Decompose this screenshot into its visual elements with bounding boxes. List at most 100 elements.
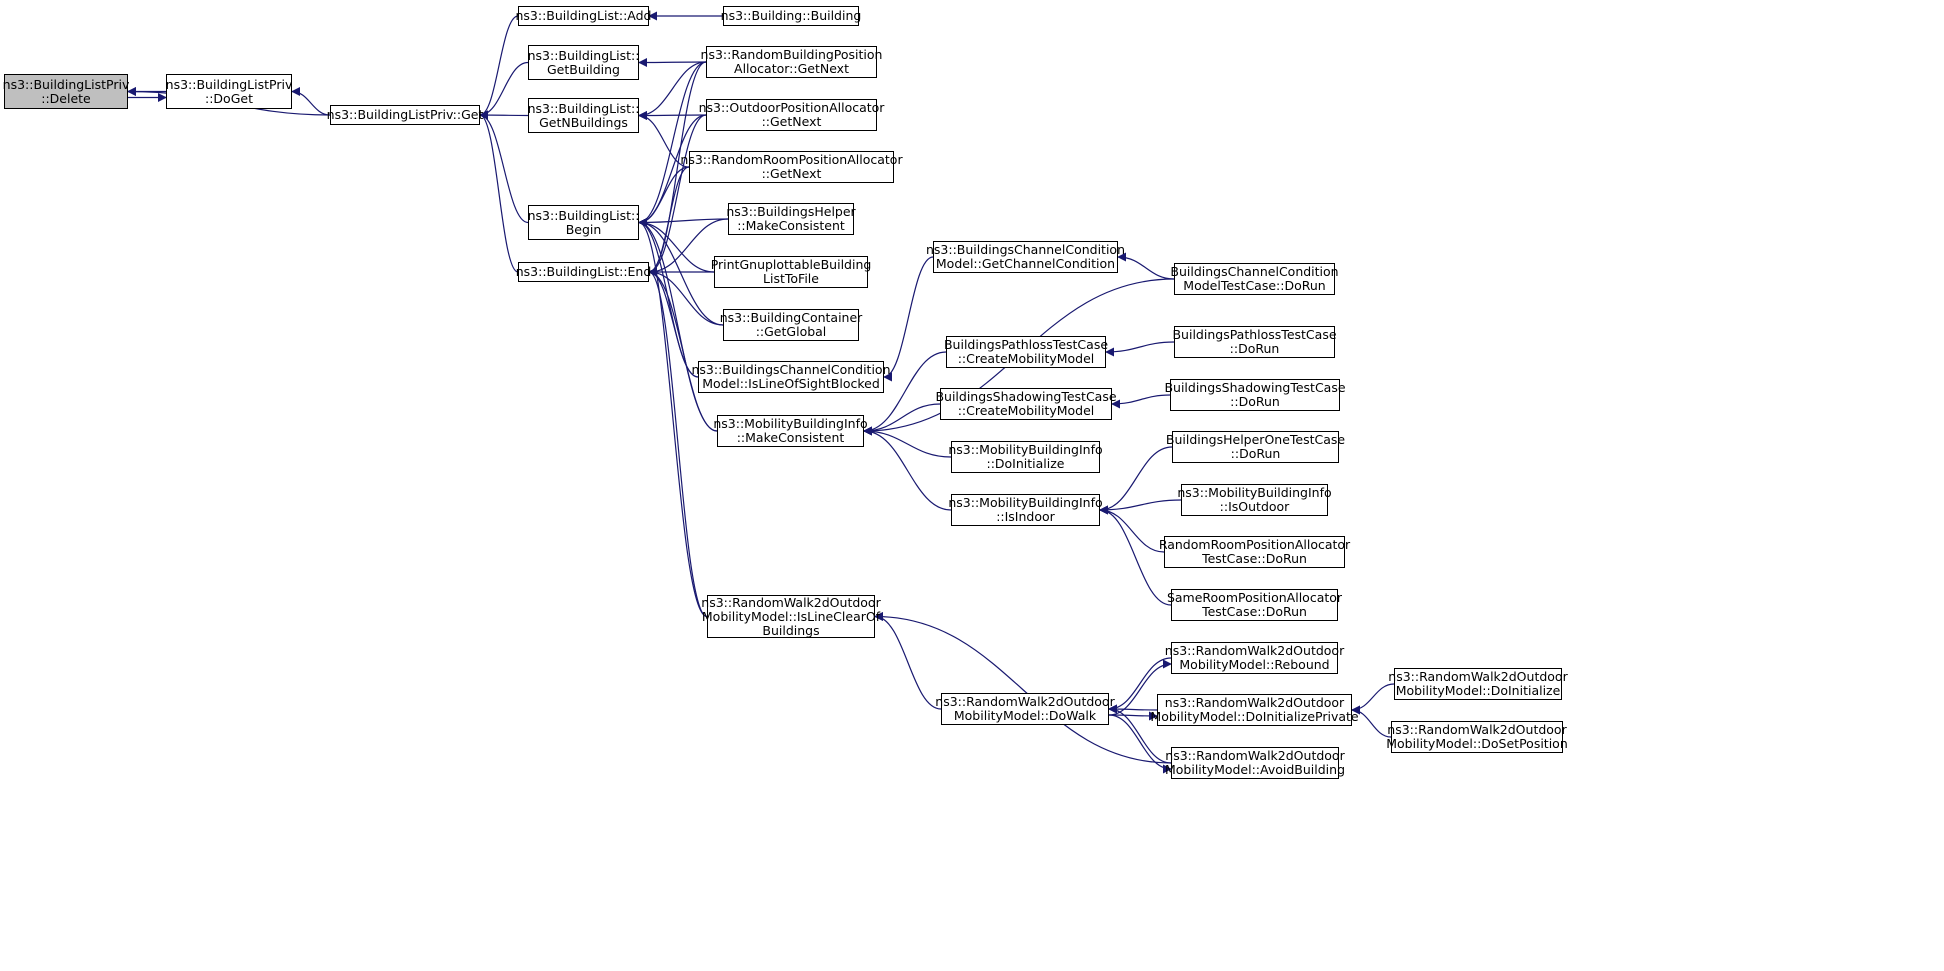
node-doget[interactable]: ns3::BuildingListPriv::DoGet (166, 74, 292, 109)
node-bstcm[interactable]: BuildingsShadowingTestCase::CreateMobili… (935, 388, 1117, 420)
node-label-line: ::CreateMobilityModel (957, 351, 1095, 366)
node-label-line: ns3::BuildingList:: (527, 100, 640, 116)
node-label-line: ::DoInitialize (986, 456, 1065, 471)
node-begin[interactable]: ns3::BuildingList::Begin (528, 205, 639, 240)
node-label-line: Buildings (762, 622, 820, 638)
node-label-line: ns3::RandomWalk2dOutdoor (1164, 695, 1345, 710)
node-label-line: ns3::BuildingList:: (527, 207, 640, 223)
node-getbuilding[interactable]: ns3::BuildingList::GetBuilding (528, 45, 639, 80)
edge-begin-bcgg (638, 218, 724, 326)
node-label-line: ns3::MobilityBuildingInfo (948, 442, 1103, 457)
edge-mbimc-mbiin (863, 426, 952, 511)
node-label-line: ns3::BuildingsChannelCondition (926, 242, 1125, 257)
edge-begin-rbpa (638, 61, 707, 227)
node-end[interactable]: ns3::BuildingList::End (516, 262, 651, 282)
edge-bptcm-bptcr (1105, 341, 1175, 357)
node-getn[interactable]: ns3::BuildingList::GetNBuildings (528, 98, 639, 133)
node-label-line: BuildingsShadowingTestCase (1164, 380, 1346, 395)
node-label-line: ns3::RandomWalk2dOutdoor (1164, 643, 1345, 658)
node-label-line: ::DoGet (205, 90, 253, 106)
node-mbidi[interactable]: ns3::MobilityBuildingInfo::DoInitialize (948, 441, 1103, 473)
node-label-line: ns3::RandomWalk2dOutdoor (701, 594, 881, 610)
node-label-line: ns3::RandomWalk2dOutdoor (1165, 748, 1345, 763)
node-label-line: ::CreateMobilityModel (957, 403, 1095, 418)
node-label-line: MobilityModel::AvoidBuilding (1164, 762, 1346, 777)
node-label-line: BuildingsHelperOneTestCase (1165, 432, 1346, 447)
node-mbimc[interactable]: ns3::MobilityBuildingInfo::MakeConsisten… (713, 415, 868, 447)
node-add[interactable]: ns3::BuildingList::Add (515, 6, 652, 26)
node-label-line: ns3::BuildingList::Add (515, 8, 652, 23)
edge-mbimc-mbidi (863, 426, 952, 458)
node-label-line: ::GetGlobal (755, 324, 827, 339)
node-label-line: ns3::BuildingListPriv (2, 76, 130, 92)
node-label-line: Model::GetChannelCondition (935, 256, 1116, 271)
node-label-line: SameRoomPositionAllocator (1166, 590, 1343, 605)
edge-end-opa (648, 114, 707, 277)
node-mbiin[interactable]: ns3::MobilityBuildingInfo::IsIndoor (948, 494, 1103, 526)
node-label-line: MobilityModel::IsLineClearOf (701, 608, 881, 624)
edge-rw2islc-rw2dw (874, 612, 942, 710)
node-label-line: MobilityModel::Rebound (1179, 657, 1330, 672)
node-building[interactable]: ns3::Building::Building (720, 6, 862, 26)
node-label-line: ::MakeConsistent (736, 430, 845, 445)
node-label-line: MobilityModel::DoWalk (953, 708, 1097, 723)
node-label-line: ::DoRun (1230, 394, 1280, 409)
node-opa[interactable]: ns3::OutdoorPositionAllocator::GetNext (699, 99, 884, 131)
edge-end-bhmc (648, 218, 729, 277)
node-label-line: BuildingsPathlossTestCase (1172, 327, 1337, 342)
node-label-line: ns3::MobilityBuildingInfo (1177, 485, 1332, 500)
edge-get-end (479, 110, 519, 273)
node-label-line: RandomRoomPositionAllocator (1158, 537, 1351, 552)
node-label-line: ::GetNext (761, 166, 822, 181)
edge-mbiin-bhotc (1099, 446, 1173, 515)
node-bstcr[interactable]: BuildingsShadowingTestCase::DoRun (1164, 379, 1346, 411)
node-label-line: ModelTestCase::DoRun (1183, 278, 1326, 293)
edge-end-rw2islc (648, 267, 708, 618)
edge-rw2ab-rw2dw (1108, 714, 1172, 774)
node-bptcr[interactable]: BuildingsPathlossTestCase::DoRun (1172, 326, 1337, 358)
node-mbiout[interactable]: ns3::MobilityBuildingInfo::IsOutdoor (1177, 484, 1332, 516)
node-label-line: BuildingsPathlossTestCase (943, 337, 1109, 352)
node-bhotc[interactable]: BuildingsHelperOneTestCase::DoRun (1166, 431, 1345, 463)
edge-begin-pgb (638, 218, 715, 273)
node-label-line: PrintGnuplottableBuilding (710, 257, 872, 272)
edge-mbimc-bstcm (863, 403, 941, 436)
edge-rw2rb-rw2dw (1108, 659, 1172, 716)
edge-bccmgcc-bcctc (1117, 252, 1175, 280)
node-label-line: MobilityModel::DoSetPosition (1386, 736, 1568, 751)
node-label-line: ns3::BuildingListPriv (165, 76, 293, 92)
node-label-line: GetNBuildings (539, 114, 628, 130)
node-label-line: ns3::BuildingContainer (719, 310, 863, 325)
node-label-line: ::DoRun (1229, 341, 1280, 356)
edge-getbuilding-rbpa (638, 57, 707, 67)
node-bcgg[interactable]: ns3::BuildingContainer::GetGlobal (720, 309, 862, 341)
node-rrpa[interactable]: ns3::RandomRoomPositionAllocator::GetNex… (680, 151, 903, 183)
node-label-line: ::GetNext (761, 114, 822, 129)
node-bptcm[interactable]: BuildingsPathlossTestCase::CreateMobilit… (943, 336, 1109, 368)
node-label-line: ns3::RandomBuildingPosition (700, 47, 883, 62)
node-label-line: ns3::Building::Building (720, 8, 862, 23)
node-label-line: MobilityModel::DoInitializePrivate (1150, 709, 1359, 724)
node-bhmc[interactable]: ns3::BuildingsHelper::MakeConsistent (726, 203, 856, 235)
edge-mbiin-srpatc (1099, 505, 1172, 606)
node-get[interactable]: ns3::BuildingListPriv::Get (327, 105, 483, 125)
edge-rw2dip-rw2dsp (1351, 705, 1392, 738)
edge-mbiin-mbiout (1099, 499, 1182, 515)
edge-mbiin-rrpatc (1099, 505, 1165, 553)
edge-begin-bhmc (638, 217, 729, 227)
